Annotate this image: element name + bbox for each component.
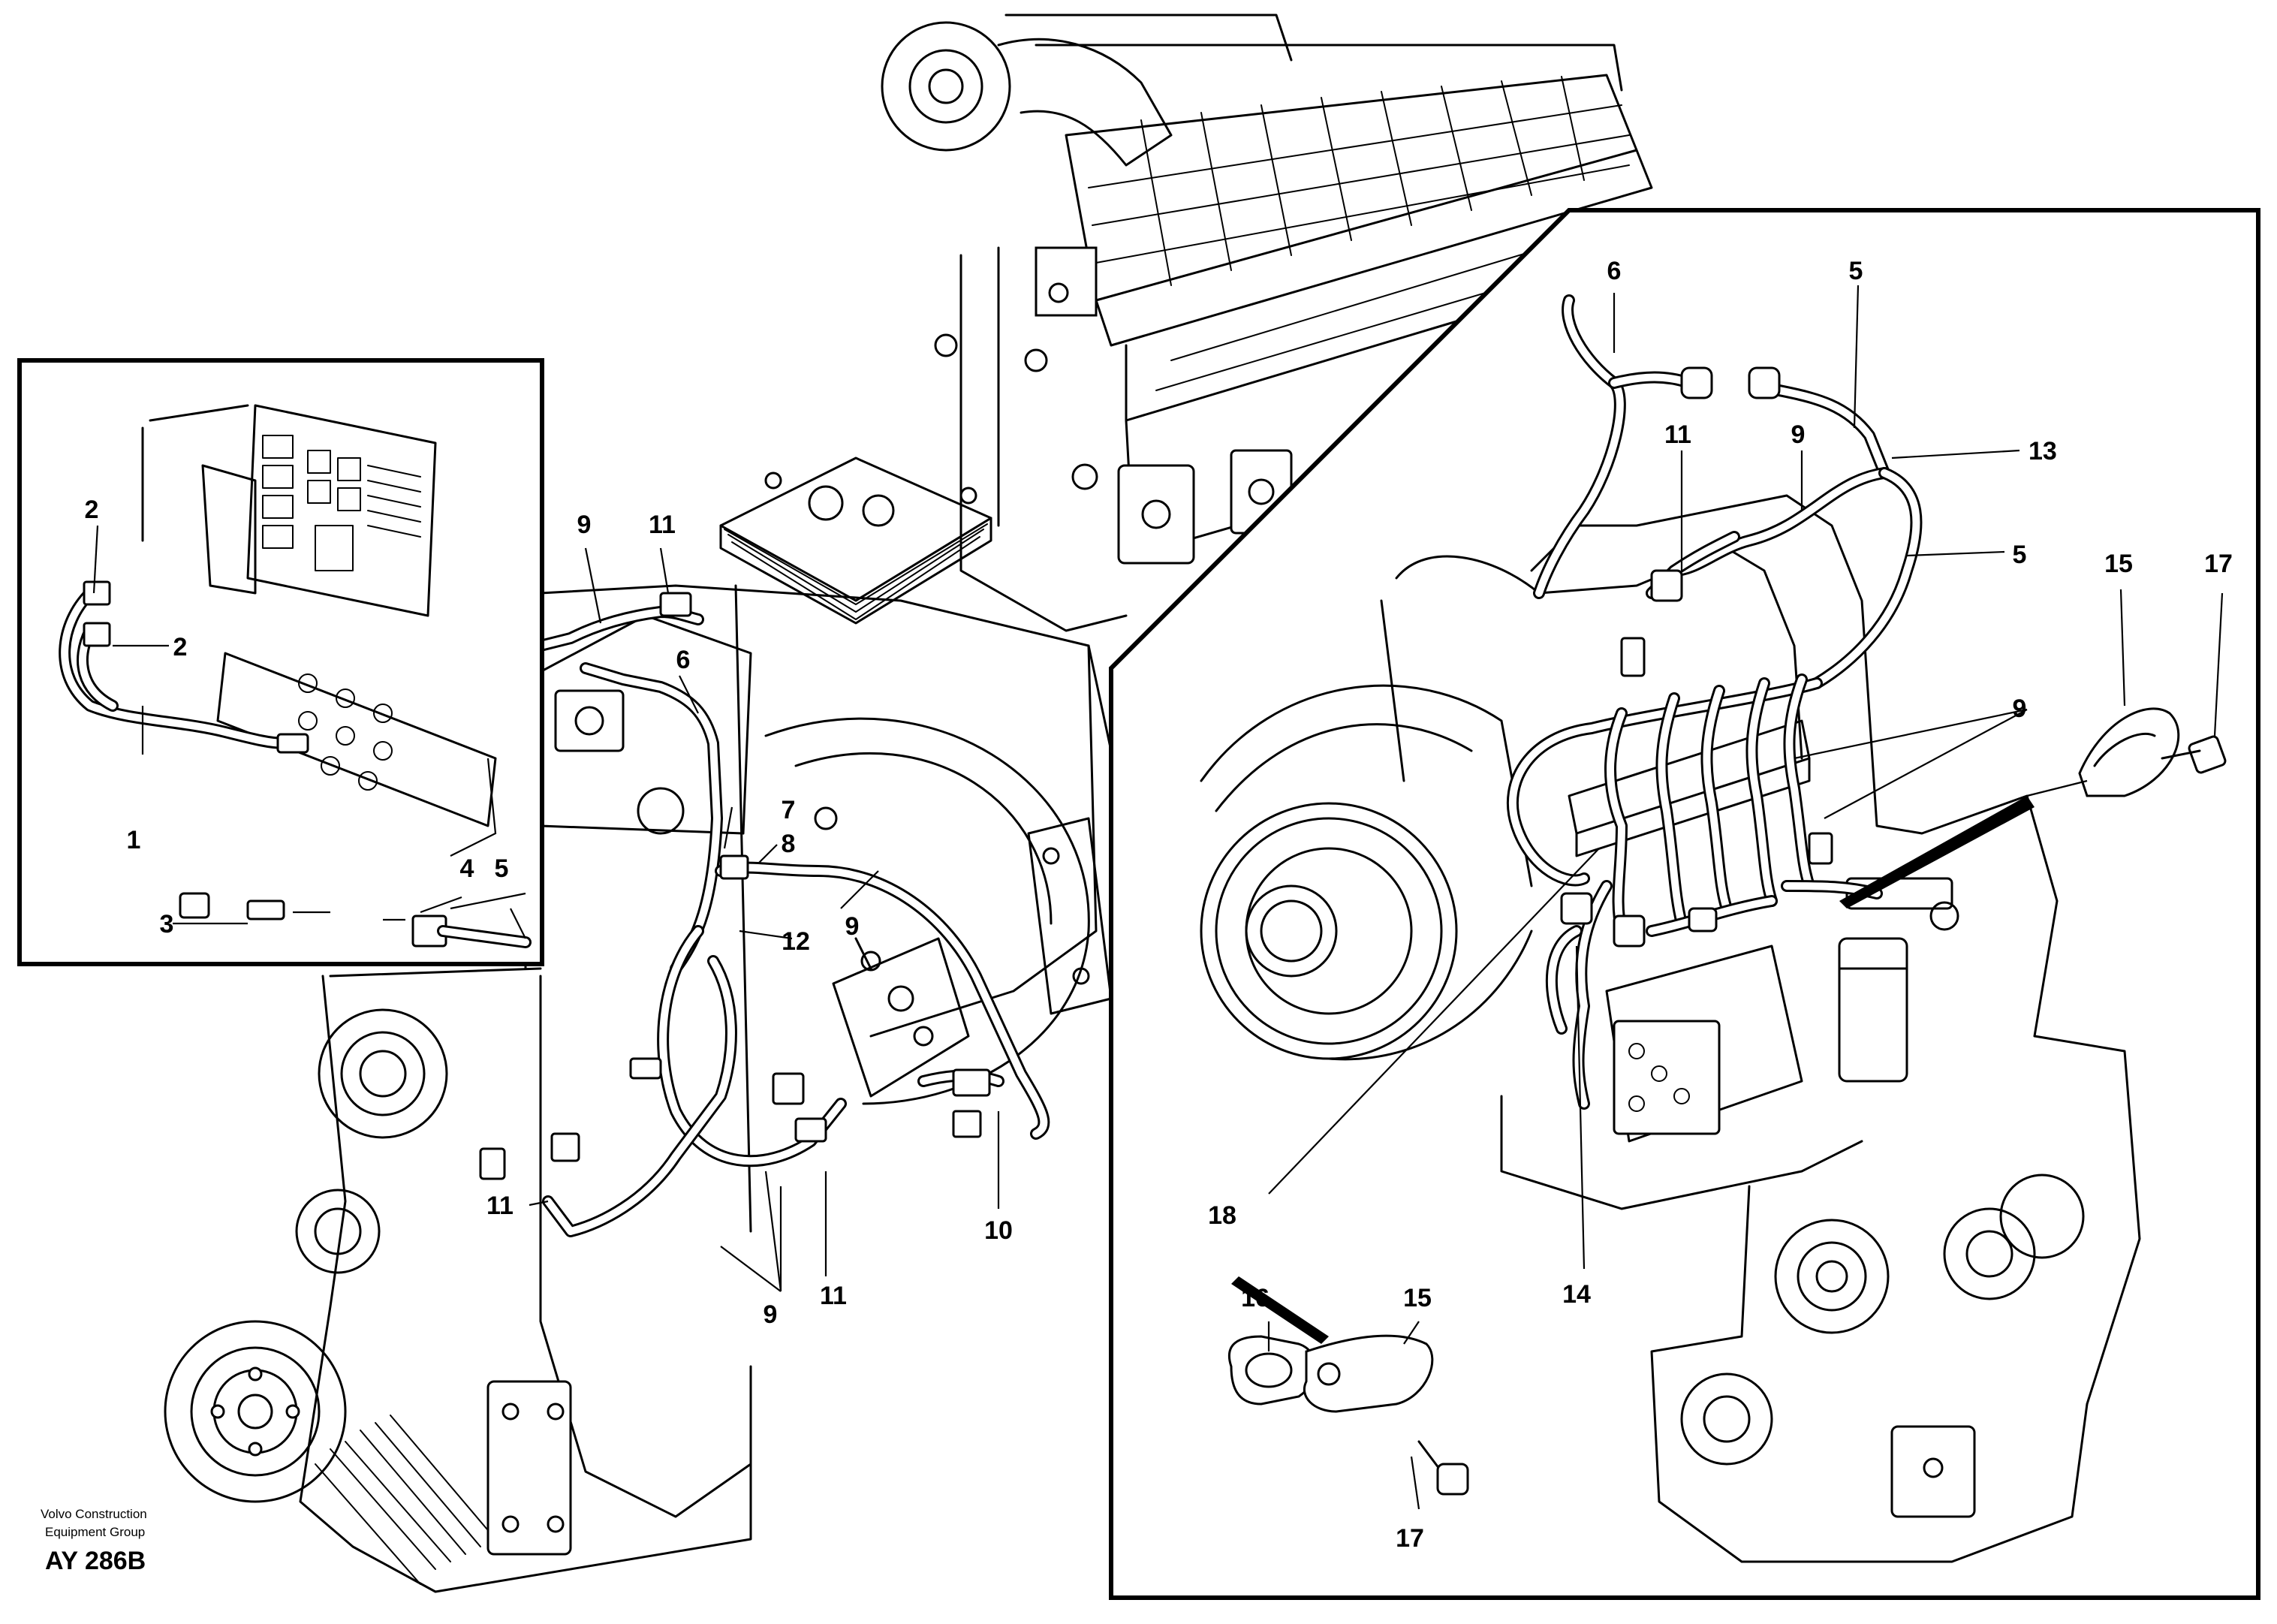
callout-5: 5 <box>2013 541 2027 569</box>
callout-12: 12 <box>782 927 810 956</box>
leader-lines <box>92 285 2224 1510</box>
company-name-line2: Equipment Group <box>45 1525 145 1539</box>
clamp-detail-top <box>1839 707 2227 908</box>
callout-11: 11 <box>649 511 676 539</box>
callout-15: 15 <box>1403 1284 1432 1312</box>
callout-5: 5 <box>1849 257 1863 285</box>
callout-9: 9 <box>845 912 860 941</box>
callout-6: 6 <box>676 646 691 674</box>
wiring-harness-left <box>535 592 1050 1237</box>
valve-cover-drawing <box>719 456 992 625</box>
callout-10: 10 <box>984 1216 1013 1245</box>
callout-4: 4 <box>460 854 474 883</box>
figure-code: AY 286B <box>45 1547 146 1575</box>
callout-9: 9 <box>577 511 592 539</box>
callout-8: 8 <box>782 830 796 858</box>
callout-11: 11 <box>820 1282 847 1310</box>
callout-2: 2 <box>85 496 99 524</box>
inset-left-frame <box>17 358 544 966</box>
callout-9: 9 <box>2013 694 2027 723</box>
callout-5: 5 <box>495 854 509 883</box>
callout-7: 7 <box>782 796 796 824</box>
callout-14: 14 <box>1562 1280 1591 1309</box>
engine-block-drawing <box>881 14 1653 632</box>
callout-15: 15 <box>2104 550 2133 578</box>
clamp-detail-bottom <box>1227 1276 1469 1496</box>
transmission-drawing <box>164 584 1113 1593</box>
callout-16: 16 <box>1241 1284 1270 1312</box>
callout-17: 17 <box>2204 550 2233 578</box>
callout-6: 6 <box>1607 257 1622 285</box>
callout-13: 13 <box>2029 437 2057 466</box>
callout-2: 2 <box>173 633 188 661</box>
company-name-line1: Volvo Construction <box>41 1507 147 1521</box>
callout-9: 9 <box>1791 420 1806 449</box>
callout-17: 17 <box>1396 1524 1424 1553</box>
callout-1: 1 <box>127 826 141 854</box>
callout-3: 3 <box>160 910 174 939</box>
callout-11: 11 <box>486 1192 514 1220</box>
callout-11: 11 <box>1664 420 1691 449</box>
callout-18: 18 <box>1208 1201 1236 1230</box>
callout-9: 9 <box>764 1300 778 1329</box>
